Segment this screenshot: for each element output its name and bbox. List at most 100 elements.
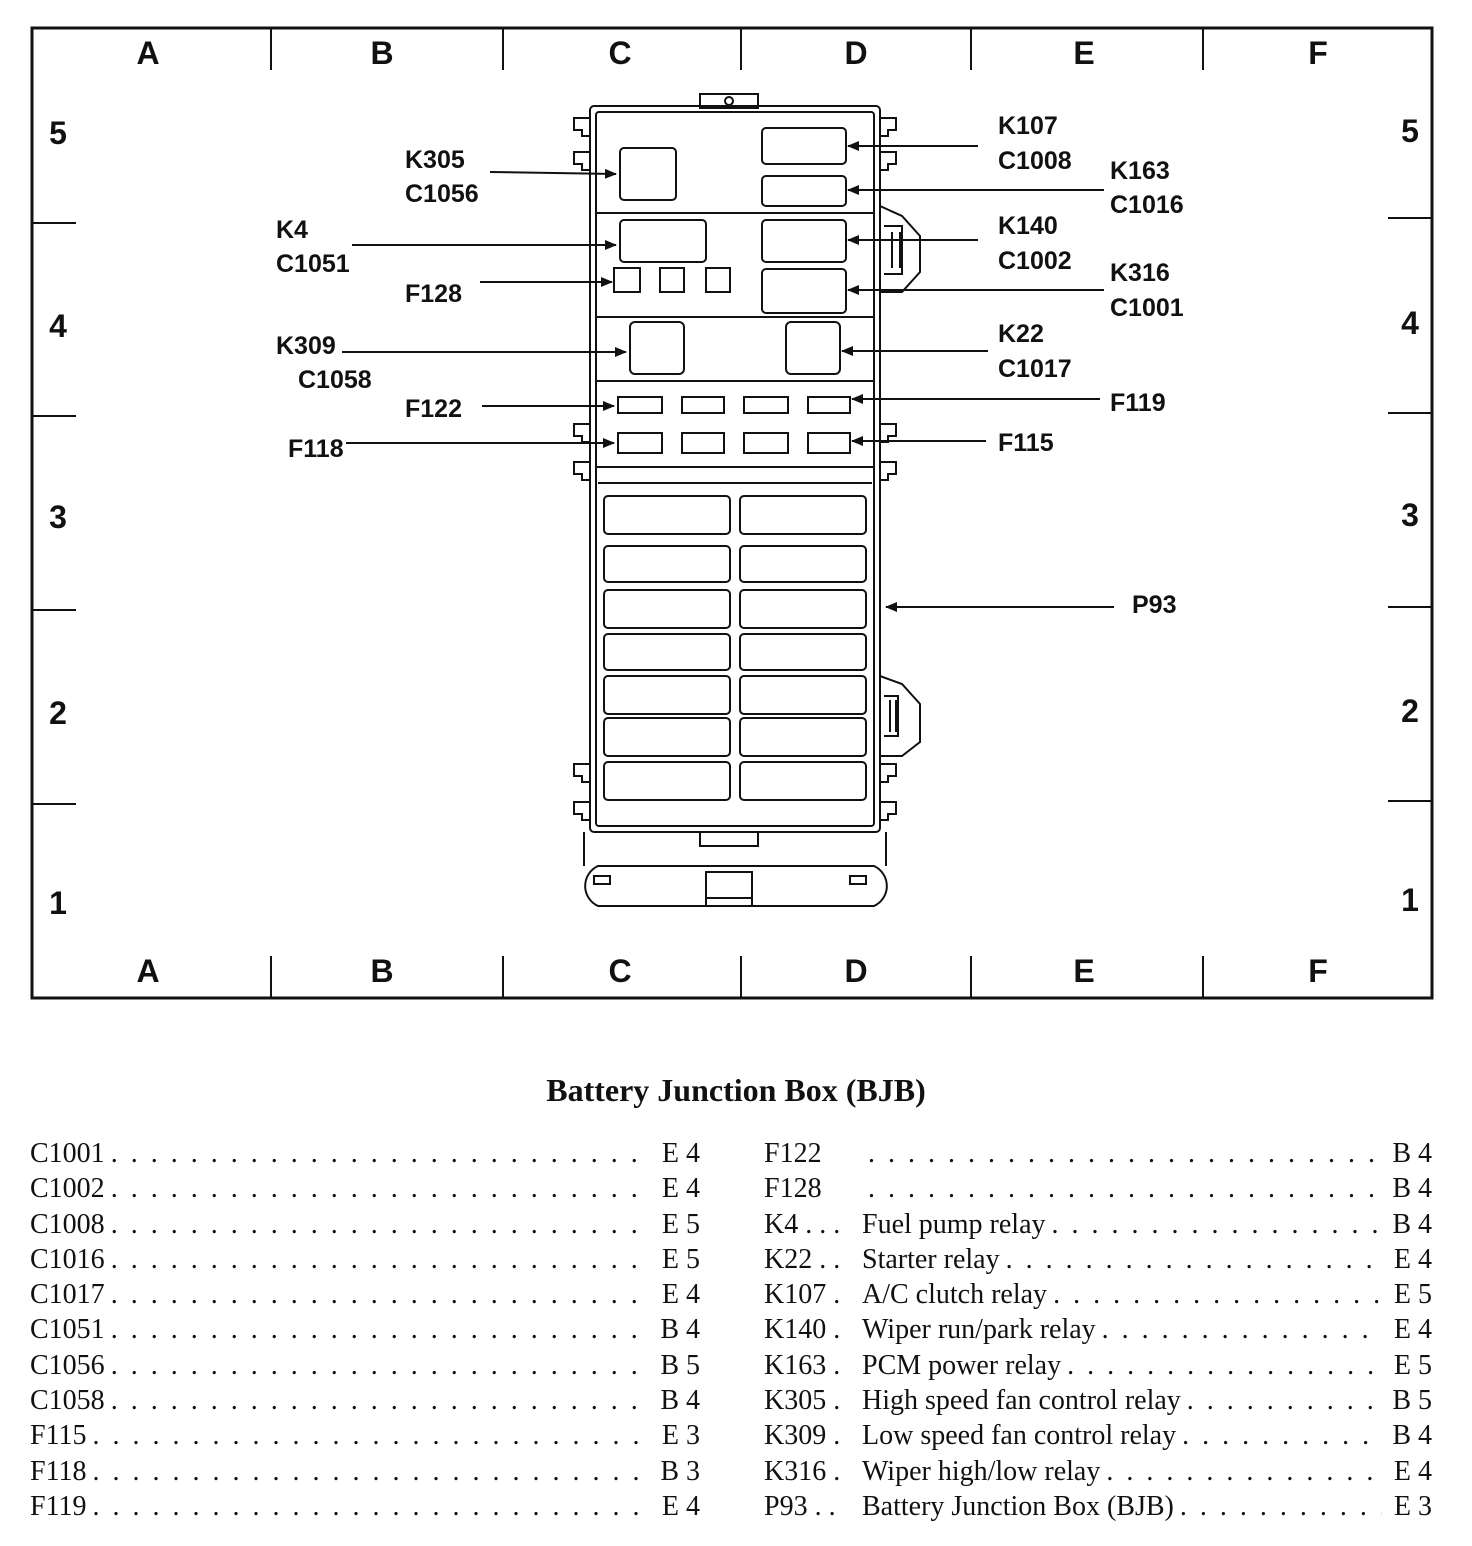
callout-c1051: C1051: [276, 250, 350, 278]
battery-junction-box-drawing: [573, 93, 921, 907]
grid-frame: [30, 26, 1434, 1000]
callout-k140: K140: [998, 212, 1058, 240]
leader-arrows: [342, 141, 1114, 612]
index-entry: C1058 . . . . . . . . . . . . . . . . . …: [30, 1385, 700, 1420]
dot-leader: . . . . . . . . . . . . . . . . . . . . …: [110, 1138, 650, 1169]
dot-leader: . . . . . . . . . . . . . . . . . . . . …: [1005, 1243, 1382, 1275]
callout-c1002: C1002: [998, 247, 1072, 275]
index-entry-code: C1056: [30, 1349, 105, 1381]
index-entry: C1001 . . . . . . . . . . . . . . . . . …: [30, 1138, 700, 1173]
dot-leader: . . . . . . . . . . . . . . . . . . . . …: [110, 1208, 650, 1240]
index-entry-code: P93 . .: [764, 1490, 836, 1522]
callout-p93: P93: [1132, 591, 1176, 619]
dot-leader: . . . . . . . . . . . . . . . . . . . . …: [1179, 1490, 1382, 1522]
callout-k163: K163: [1110, 157, 1170, 185]
row-label-left-2: 2: [49, 695, 67, 731]
callout-f115: F115: [998, 429, 1054, 457]
dot-leader: . . . . . . . . . . . . . . . . . . . . …: [868, 1173, 1382, 1205]
callout-c1017: C1017: [998, 355, 1072, 383]
row-label-right-5: 5: [1401, 113, 1419, 149]
index-entry-code: K316 .: [764, 1455, 841, 1487]
component-index-right: F122 . . . . . . . . . . . . . . . . . .…: [764, 1138, 1432, 1526]
index-entry-location: B 4: [1392, 1208, 1432, 1240]
callout-f118: F118: [288, 435, 344, 463]
callout-k4: K4: [276, 216, 308, 244]
callout-k316: K316: [1110, 259, 1170, 287]
index-entry-location: E 4: [661, 1138, 700, 1169]
callout-c1001: C1001: [1110, 294, 1184, 322]
col-label-bottom-e: E: [1073, 953, 1094, 989]
index-entry-description: High speed fan control relay: [862, 1385, 1181, 1417]
index-entry-code: K140 .: [764, 1314, 841, 1346]
dot-leader: . . . . . . . . . . . . . . . . . . . . …: [1186, 1385, 1382, 1417]
index-entry: C1002 . . . . . . . . . . . . . . . . . …: [30, 1173, 700, 1208]
index-entry: F115 . . . . . . . . . . . . . . . . . .…: [30, 1420, 700, 1455]
row-label-left-4: 4: [49, 308, 67, 344]
index-entry-code: K163 .: [764, 1349, 841, 1381]
index-entry: F128 . . . . . . . . . . . . . . . . . .…: [764, 1173, 1432, 1208]
dot-leader: . . . . . . . . . . . . . . . . . . . . …: [1051, 1208, 1382, 1240]
callout-f122: F122: [405, 395, 462, 423]
row-label-right-2: 2: [1401, 693, 1419, 729]
col-label-bottom-f: F: [1308, 953, 1328, 989]
col-label-bottom-d: D: [844, 953, 867, 989]
row-label-left-5: 5: [49, 115, 67, 151]
index-entry-description: Fuel pump relay: [862, 1208, 1046, 1240]
callout-k305: K305: [405, 146, 465, 174]
index-entry-code: F122: [764, 1138, 822, 1169]
index-entry-location: E 4: [1393, 1455, 1432, 1487]
row-dividers: [32, 217, 1432, 805]
dot-leader: . . . . . . . . . . . . . . . . . . . . …: [1101, 1314, 1382, 1346]
index-entry-description: Wiper run/park relay: [862, 1314, 1096, 1346]
index-entry: K305 .High speed fan control relay . . .…: [764, 1385, 1432, 1420]
index-entry-description: A/C clutch relay: [862, 1279, 1048, 1311]
legend-title: Battery Junction Box (BJB): [546, 1072, 926, 1108]
index-entry-code: C1016: [30, 1243, 105, 1275]
index-entry-location: E 4: [1393, 1243, 1432, 1275]
index-entry: C1008 . . . . . . . . . . . . . . . . . …: [30, 1209, 700, 1244]
dot-leader: . . . . . . . . . . . . . . . . . . . . …: [110, 1243, 650, 1275]
row-label-right-3: 3: [1401, 497, 1419, 533]
callout-k107: K107: [998, 112, 1058, 140]
index-entry-location: B 4: [660, 1385, 700, 1417]
index-entry-location: B 4: [1392, 1420, 1432, 1452]
dot-leader: . . . . . . . . . . . . . . . . . . . . …: [110, 1173, 650, 1205]
dot-leader: . . . . . . . . . . . . . . . . . . . . …: [1053, 1279, 1382, 1311]
index-entry: K163 .PCM power relay . . . . . . . . . …: [764, 1350, 1432, 1385]
index-entry-code: C1051: [30, 1314, 105, 1346]
dot-leader: . . . . . . . . . . . . . . . . . . . . …: [92, 1420, 650, 1452]
index-entry: K140 . Wiper run/park relay . . . . . . .…: [764, 1314, 1432, 1349]
index-entry: F118 . . . . . . . . . . . . . . . . . .…: [30, 1456, 700, 1491]
index-entry-location: E 4: [1393, 1314, 1432, 1346]
callout-k22: K22: [998, 320, 1044, 348]
callout-c1016: C1016: [1110, 191, 1184, 219]
dot-leader: . . . . . . . . . . . . . . . . . . . . …: [92, 1455, 650, 1487]
index-entry: F122 . . . . . . . . . . . . . . . . . .…: [764, 1138, 1432, 1173]
callout-f128: F128: [405, 280, 462, 308]
row-label-left-1: 1: [49, 885, 67, 921]
index-entry-code: C1002: [30, 1173, 105, 1205]
col-label-bottom-a: A: [136, 953, 159, 989]
index-entry-location: B 4: [1392, 1138, 1432, 1169]
dot-leader: . . . . . . . . . . . . . . . . . . . . …: [110, 1385, 650, 1417]
row-label-left-3: 3: [49, 499, 67, 535]
index-entry-location: B 4: [660, 1314, 700, 1346]
index-entry-location: E 5: [1393, 1349, 1432, 1381]
dot-leader: . . . . . . . . . . . . . . . . . . . . …: [1067, 1349, 1382, 1381]
index-entry-location: E 5: [1393, 1279, 1432, 1311]
index-entry-code: C1017: [30, 1279, 105, 1311]
index-entry-description: Battery Junction Box (BJB): [862, 1490, 1174, 1522]
index-entry-location: E 4: [661, 1173, 700, 1205]
callout-k309: K309: [276, 332, 336, 360]
index-entry-code: K22 . .: [764, 1243, 841, 1275]
col-label-top-a: A: [136, 35, 159, 71]
index-entry-location: E 3: [1393, 1490, 1432, 1522]
index-entry-location: E 4: [661, 1490, 700, 1522]
index-entry: C1051 . . . . . . . . . . . . . . . . . …: [30, 1314, 700, 1349]
dot-leader: . . . . . . . . . . . . . . . . . . . . …: [868, 1138, 1382, 1169]
index-entry-description: Wiper high/low relay: [862, 1455, 1101, 1487]
index-entry: K316 .Wiper high/low relay . . . . . . .…: [764, 1456, 1432, 1491]
dot-leader: . . . . . . . . . . . . . . . . . . . . …: [110, 1314, 650, 1346]
callout-c1058: C1058: [298, 366, 372, 394]
col-label-bottom-c: C: [608, 953, 631, 989]
